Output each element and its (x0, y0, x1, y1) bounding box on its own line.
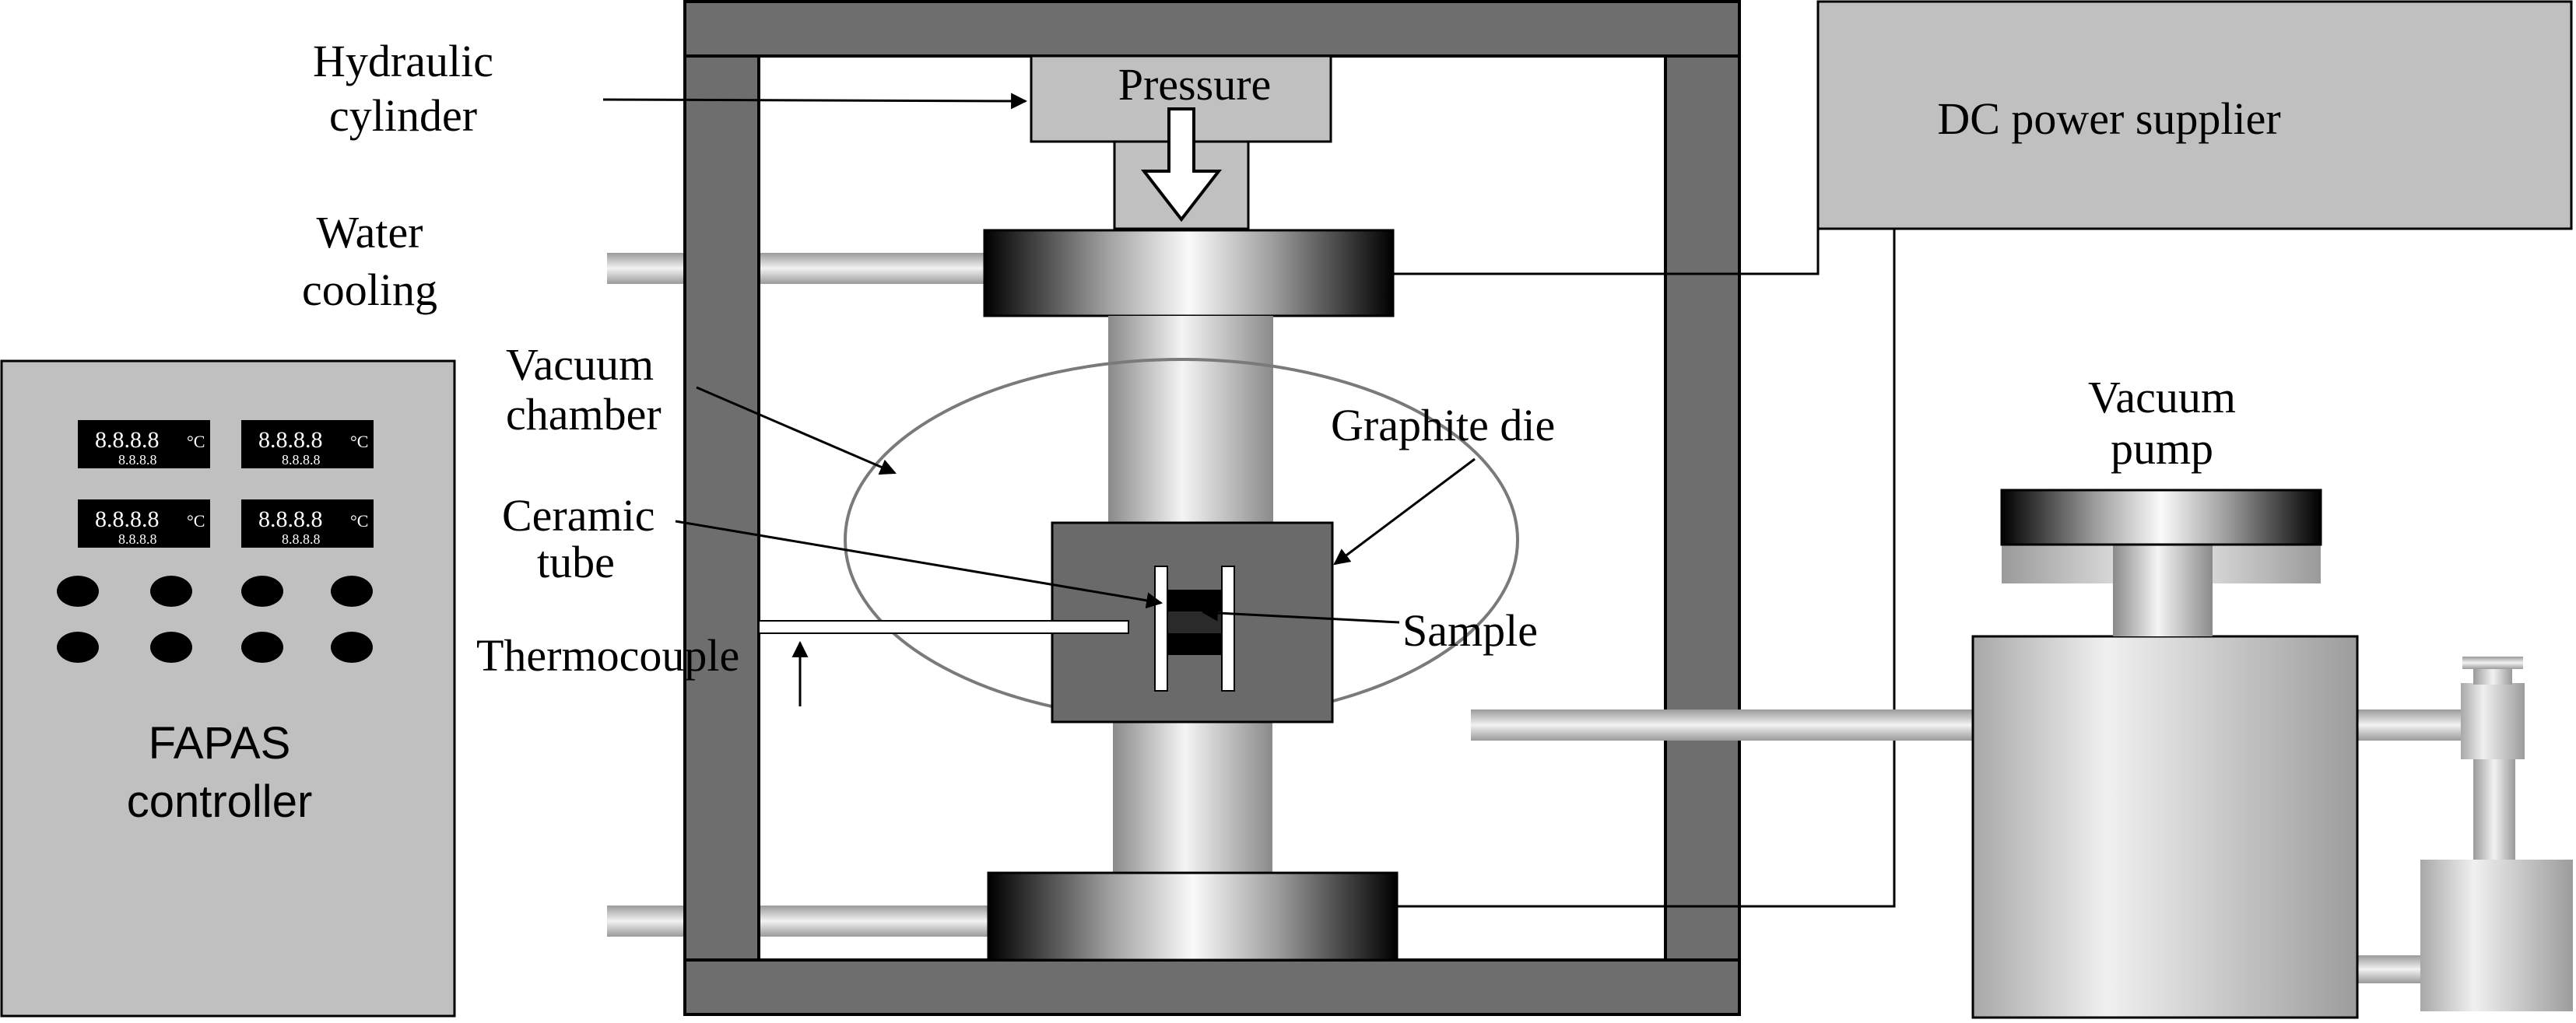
arrow-ceramic-tube (675, 520, 1163, 609)
graphite-die-label: Graphite die (1331, 400, 1555, 450)
upper-electrode-plate (983, 229, 1395, 317)
ceramic-tube-label-line2: tube (537, 537, 615, 587)
svg-text:8.8.8.8: 8.8.8.8 (258, 427, 323, 453)
sample-label: Sample (1402, 605, 1538, 656)
controller-buttons (57, 576, 373, 663)
lower-electrode-plate (987, 871, 1399, 962)
svg-text:8.8.8.8: 8.8.8.8 (118, 452, 157, 468)
controller-button (150, 576, 192, 607)
svg-text:°C: °C (350, 432, 368, 451)
vacuum-pump (1971, 489, 2359, 1019)
svg-text:°C: °C (187, 432, 205, 451)
vacuum-pump-label-line2: pump (2111, 423, 2213, 474)
svg-text:8.8.8.8: 8.8.8.8 (282, 531, 321, 547)
water-pipe-bottom (607, 906, 988, 937)
thermocouple-label: Thermocouple (476, 630, 739, 681)
vacuum-chamber-label-line1: Vacuum (506, 339, 654, 390)
dc-power-supplier (1816, 0, 2573, 230)
ceramic-tube-label-line1: Ceramic (502, 490, 655, 541)
vacuum-line (1471, 709, 2463, 983)
svg-text:8.8.8.8: 8.8.8.8 (282, 452, 321, 468)
temperature-display-4: 8.8.8.8 °C 8.8.8.8 (241, 499, 374, 548)
controller-button (57, 576, 99, 607)
leader-arrows (602, 93, 1476, 706)
controller-button (331, 632, 373, 663)
temperature-display-1: 8.8.8.8 °C 8.8.8.8 (78, 420, 210, 468)
arrow-graphite-die (1333, 457, 1476, 566)
thermocouple (758, 620, 1129, 634)
lower-ram (1113, 722, 1272, 873)
water-cooling-label-line1: Water (316, 207, 423, 258)
pressure-label: Pressure (1118, 59, 1272, 110)
controller-label-line2: controller (127, 776, 313, 827)
upper-ram (1108, 316, 1273, 523)
dc-power-supplier-label: DC power supplier (1937, 93, 2280, 144)
svg-text:8.8.8.8: 8.8.8.8 (95, 427, 160, 453)
fapas-controller (0, 359, 456, 1018)
pressure-arrow-icon (1140, 107, 1223, 222)
svg-text:8.8.8.8: 8.8.8.8 (95, 506, 160, 532)
controller-label-line1: FAPAS (149, 718, 291, 769)
temperature-display-2: 8.8.8.8 °C 8.8.8.8 (241, 420, 374, 468)
vacuum-pump-label-line1: Vacuum (2088, 372, 2236, 422)
svg-text:8.8.8.8: 8.8.8.8 (258, 506, 323, 532)
arrow-sample (1201, 604, 1400, 624)
ceramic-tube (1154, 566, 1235, 692)
temperature-display-3: 8.8.8.8 °C 8.8.8.8 (78, 499, 210, 548)
sample (1167, 590, 1223, 655)
svg-text:°C: °C (187, 511, 205, 531)
controller-button (241, 576, 283, 607)
controller-button (241, 632, 283, 663)
water-cooling-label-line2: cooling (302, 265, 437, 315)
svg-text:8.8.8.8: 8.8.8.8 (118, 531, 157, 547)
controller-button (57, 632, 99, 663)
arrow-hydraulic-cylinder (602, 93, 1028, 110)
press-frame (683, 0, 1741, 1016)
controller-button (331, 576, 373, 607)
vacuum-chamber-label-line2: chamber (506, 389, 662, 440)
svg-text:°C: °C (350, 511, 368, 531)
hydraulic-cylinder-label-line2: cylinder (329, 90, 477, 141)
power-wires (1393, 229, 1896, 908)
arrow-vacuum-chamber (696, 386, 897, 475)
vacuum-valve (2420, 657, 2573, 1011)
hydraulic-cylinder-label-line1: Hydraulic (313, 36, 493, 86)
water-pipe-top (607, 253, 988, 284)
controller-button (150, 632, 192, 663)
